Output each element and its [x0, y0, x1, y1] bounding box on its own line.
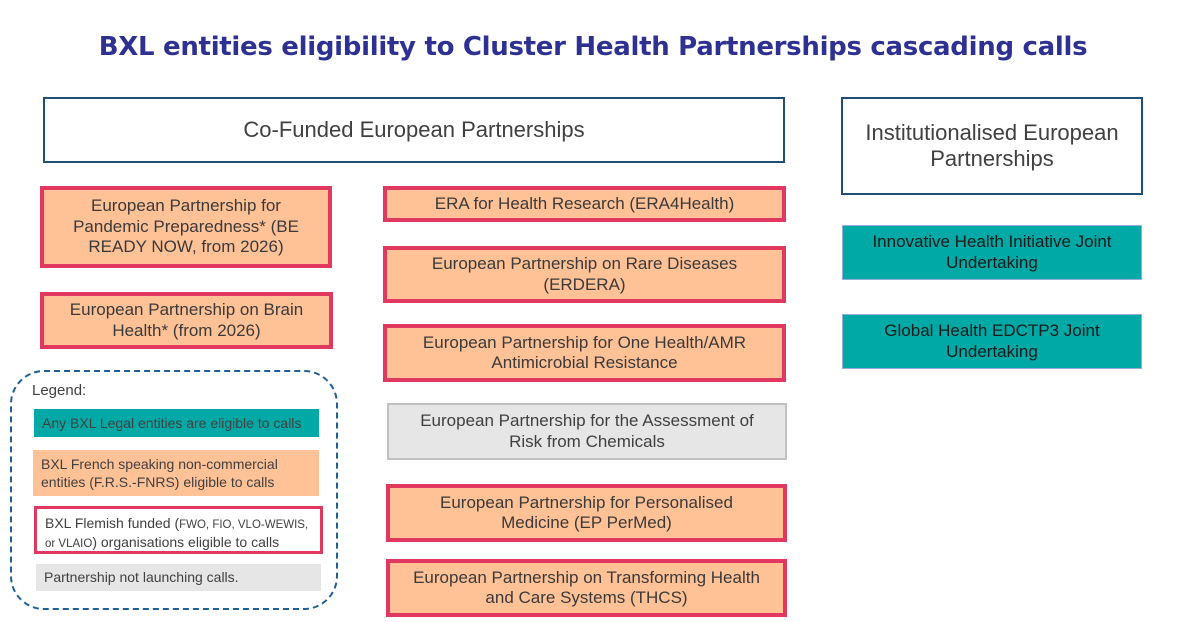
legend-title: Legend: [32, 382, 87, 400]
legend [10, 370, 338, 610]
partnership-era4health: ERA for Health Research (ERA4Health) [383, 186, 786, 222]
legend-orange: BXL French speaking non-commercial entit… [33, 450, 319, 496]
partnership-edctp3: Global Health EDCTP3 Joint Undertaking [842, 314, 1142, 369]
partnership-brain-health: European Partnership on Brain Health* (f… [40, 292, 333, 349]
legend-red-text-c: ) organisations eligible to calls [92, 533, 280, 550]
legend-red: BXL Flemish funded (FWO, FIO, VLO-WEWIS,… [34, 506, 323, 554]
partnership-rare-diseases: European Partnership on Rare Diseases (E… [383, 246, 786, 303]
page-title: BXL entities eligibility to Cluster Heal… [98, 32, 1088, 63]
legend-grey: Partnership not launching calls. [36, 564, 321, 591]
legend-red-funders: FWO, FIO, VLO-WEWIS, or VLAIO [45, 519, 309, 550]
cofunded-header: Co-Funded European Partnerships [43, 97, 785, 163]
partnership-health-care-systems: European Partnership on Transforming Hea… [386, 559, 787, 617]
legend-teal: Any BXL Legal entities are eligible to c… [34, 409, 319, 437]
partnership-personalised-medicine: European Partnership for Personalised Me… [386, 484, 787, 542]
legend-red-text-a: BXL Flemish funded ( [45, 515, 180, 531]
partnership-pandemic-preparedness: European Partnership for Pandemic Prepar… [40, 186, 332, 268]
institutionalised-header: Institutionalised European Partnerships [841, 97, 1143, 195]
partnership-one-health-amr: European Partnership for One Health/AMR … [383, 324, 786, 382]
partnership-ihi: Innovative Health Initiative Joint Under… [842, 225, 1142, 280]
partnership-chemicals-risk: European Partnership for the Assessment … [387, 403, 787, 460]
